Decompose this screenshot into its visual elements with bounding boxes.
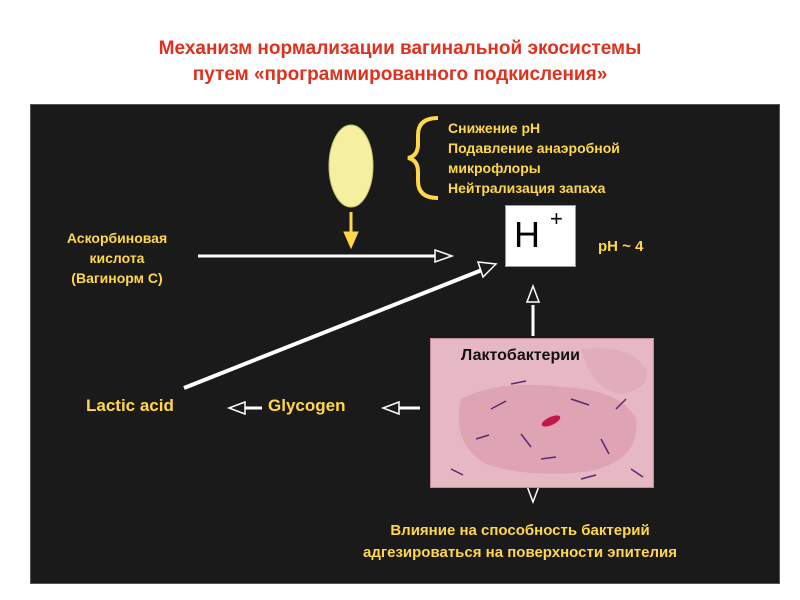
ph-label: pH ~ 4 [598, 238, 644, 255]
pill-down-arrow-head [343, 231, 359, 250]
influence-line: адгезироваться на поверхности эпителия [363, 544, 677, 561]
h-symbol: H [514, 214, 540, 255]
lactic-arrow-head [476, 261, 498, 279]
influence-text: Влияние на способность бактерий адгезиро… [260, 520, 780, 564]
glycogen-label: Glycogen [268, 396, 346, 415]
lacto-down-arrow-head [525, 485, 541, 505]
page-title: Механизм нормализации вагинальной экосис… [0, 36, 800, 88]
ascorbic-line: кислота [89, 250, 145, 266]
lactobacteria-image: Лактобактерии [430, 338, 654, 488]
ascorbic-line: (Вагинорм С) [71, 270, 163, 286]
micrograph-illustration [450, 348, 647, 480]
title-line-1: Механизм нормализации вагинальной экосис… [158, 38, 642, 59]
ascorbic-acid-label: Аскорбиновая кислота (Вагинорм С) [42, 228, 192, 288]
lacto-up-arrow-head [525, 283, 541, 303]
title-line-2: путем «программированного подкисления» [192, 64, 608, 85]
ascorbic-line: Аскорбиновая [66, 230, 168, 246]
glycogen-arrow-head [380, 400, 400, 416]
effect-item: Нейтрализация запаха [448, 180, 606, 196]
effect-item: Снижение pH [448, 120, 541, 136]
h-plus-sign: + [550, 206, 563, 231]
curly-brace [407, 116, 439, 200]
effect-item: Подавление анаэробной [448, 140, 620, 156]
h-plus-box: H + [505, 205, 576, 267]
lactic-arrow-shaft [183, 268, 483, 390]
lactic-left-arrow-head [226, 400, 246, 416]
effect-item: микрофлоры [448, 160, 541, 176]
pill-icon [328, 124, 374, 208]
diagram-panel [30, 104, 780, 584]
lactobacteria-label: Лактобактерии [461, 347, 580, 364]
ascorbic-arrow-head [434, 248, 455, 264]
lactic-acid-label: Lactic acid [86, 396, 174, 415]
effects-list: Снижение pH Подавление анаэробной микроф… [448, 118, 620, 198]
influence-line: Влияние на способность бактерий [390, 522, 650, 539]
